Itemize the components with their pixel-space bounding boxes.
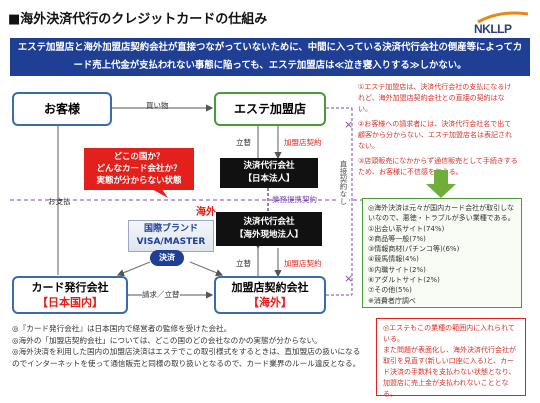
issuer-region: 【日本国内】 [37,296,103,309]
logo-swoosh-icon [477,11,529,24]
purchase-label: 買い物 [146,101,169,110]
callout-line-3: 実態が分からない状態 [96,176,182,186]
esthe-warning-box: ◎エステもこの業種の範囲内に入れられている。 また問題が表面化し、海外決済代行会… [376,318,526,398]
unknown-country-callout: どこの国か？ どんなカード会社か？ 実態が分からない状態 [84,148,194,190]
risky-item-3: ③情報商材(パチンコ等)(6%) [368,245,460,254]
agent-japan-region: 【日本法人】 [243,174,295,184]
agent-overseas-region: 【海外現地法人】 [234,230,303,240]
brand-issuer-line [116,261,151,277]
risky-item-6: ⑥アダルトサイト(2%) [368,276,440,285]
bottom-note-3: ◎海外決済を利用した国内の加盟店決済はエステでこの取引様式をするときは、直加盟店… [12,347,361,368]
no-direct-contract-label: 直接契約なし [338,160,349,205]
down-arrow-icon [426,170,456,198]
merchant-contract-top-label: 加盟店契約 [284,138,322,147]
payment-label: お支払 [48,197,71,206]
risky-source: ※消費者庁調べ [368,296,416,305]
company-logo: NKLLP [474,10,532,36]
intl-brand-box: 国際ブランド VISA/MASTER [128,220,214,252]
right-note-2: ②お客様への請求者には、決済代行会社名で出て顧客から分からない、エステ加盟店名は… [358,120,512,150]
callout-line-2: どんなカード会社か？ [96,164,182,174]
bottom-note-1: ◎『カード発行会社』は日本国内で経営者の監修を受けた会社。 [12,324,232,333]
bottom-notes: ◎『カード発行会社』は日本国内で経営者の監修を受けた会社。 ◎海外の「加盟店契約… [12,323,366,369]
callout-line-1: どこの国か？ [113,152,165,162]
risky-item-1: ①出会い系サイト(74%) [368,224,445,233]
brand-acquirer-line [189,261,224,277]
card-issuer-box: カード発行会社 【日本国内】 [12,276,128,314]
esthe-merchant-box: エステ加盟店 [214,92,326,126]
risky-industries-box: ◎海外決済は元々が国内カード会社が取引しないなので、悪徳・トラブルが多い業種であ… [362,198,522,308]
brand-cards: VISA/MASTER [136,237,206,247]
settlement-badge: 決済 [150,250,184,266]
acquirer-region: 【海外】 [248,296,292,309]
risky-intro: ◎海外決済は元々が国内カード会社が取引しないなので、悪徳・トラブルが多い業種であ… [368,204,515,223]
overseas-label: 海外 [196,207,216,218]
risky-item-2: ②商品等一般(7%) [368,234,426,243]
issuer-name: カード発行会社 [31,281,109,294]
risky-item-4: ④競馬情報(4%) [368,255,419,264]
risky-item-5: ⑤内職サイト(2%) [368,265,426,274]
warning-line-2: また問題が表面化し、海外決済代行会社が取引を見直す(新しい口座に入る)と、カード… [383,346,516,398]
agent-japan-name: 決済代行会社 [243,161,295,171]
brand-name: 国際ブランド [143,224,198,234]
warning-line-1: ◎エステもこの業種の範囲内に入れられている。 [383,324,515,343]
stand-label-2: 立替 [236,259,251,268]
stand-label-1: 立替 [236,138,251,147]
agent-japan-box: 決済代行会社 【日本法人】 [220,158,318,188]
acquirer-box: 加盟店契約会社 【海外】 [214,276,326,314]
right-note-3: ③店頭販売になかからず通信販売として手続きするため、お客様に不信感を与える。 [358,157,518,176]
merchant-contract-bottom-label: 加盟店契約 [284,259,322,268]
business-contract-label: 業務提携契約 [272,195,317,204]
right-notes: ①エステ加盟店は、決済代行会社の支払になるけれど、海外加盟店契約会社との直接の契… [358,82,518,182]
customer-box: お客様 [12,92,112,126]
cross-mark-bottom: × [344,272,354,285]
summary-banner: エステ加盟店と海外加盟店契約会社が直接つながっていないために、中間に入っている決… [10,38,530,76]
logo-text: NKLLP [474,22,512,36]
billing-label: 請求／立替 [142,289,180,300]
acquirer-name: 加盟店契約会社 [231,281,309,294]
risky-item-7: ⑦その他(5%) [368,286,412,295]
bottom-note-2: ◎海外の「加盟店契約会社」については、どこの国のどの会社なのかの実態が分からない… [12,335,322,345]
agent-overseas-name: 決済代行会社 [243,217,295,227]
agent-overseas-box: 決済代行会社 【海外現地法人】 [216,212,322,246]
right-note-1: ①エステ加盟店は、決済代行会社の支払になるけれど、海外加盟店契約会社との直接の契… [358,83,512,113]
page-title: ■海外決済代行のクレジットカードの仕組み [8,12,268,27]
cross-mark-top: × [344,118,354,131]
